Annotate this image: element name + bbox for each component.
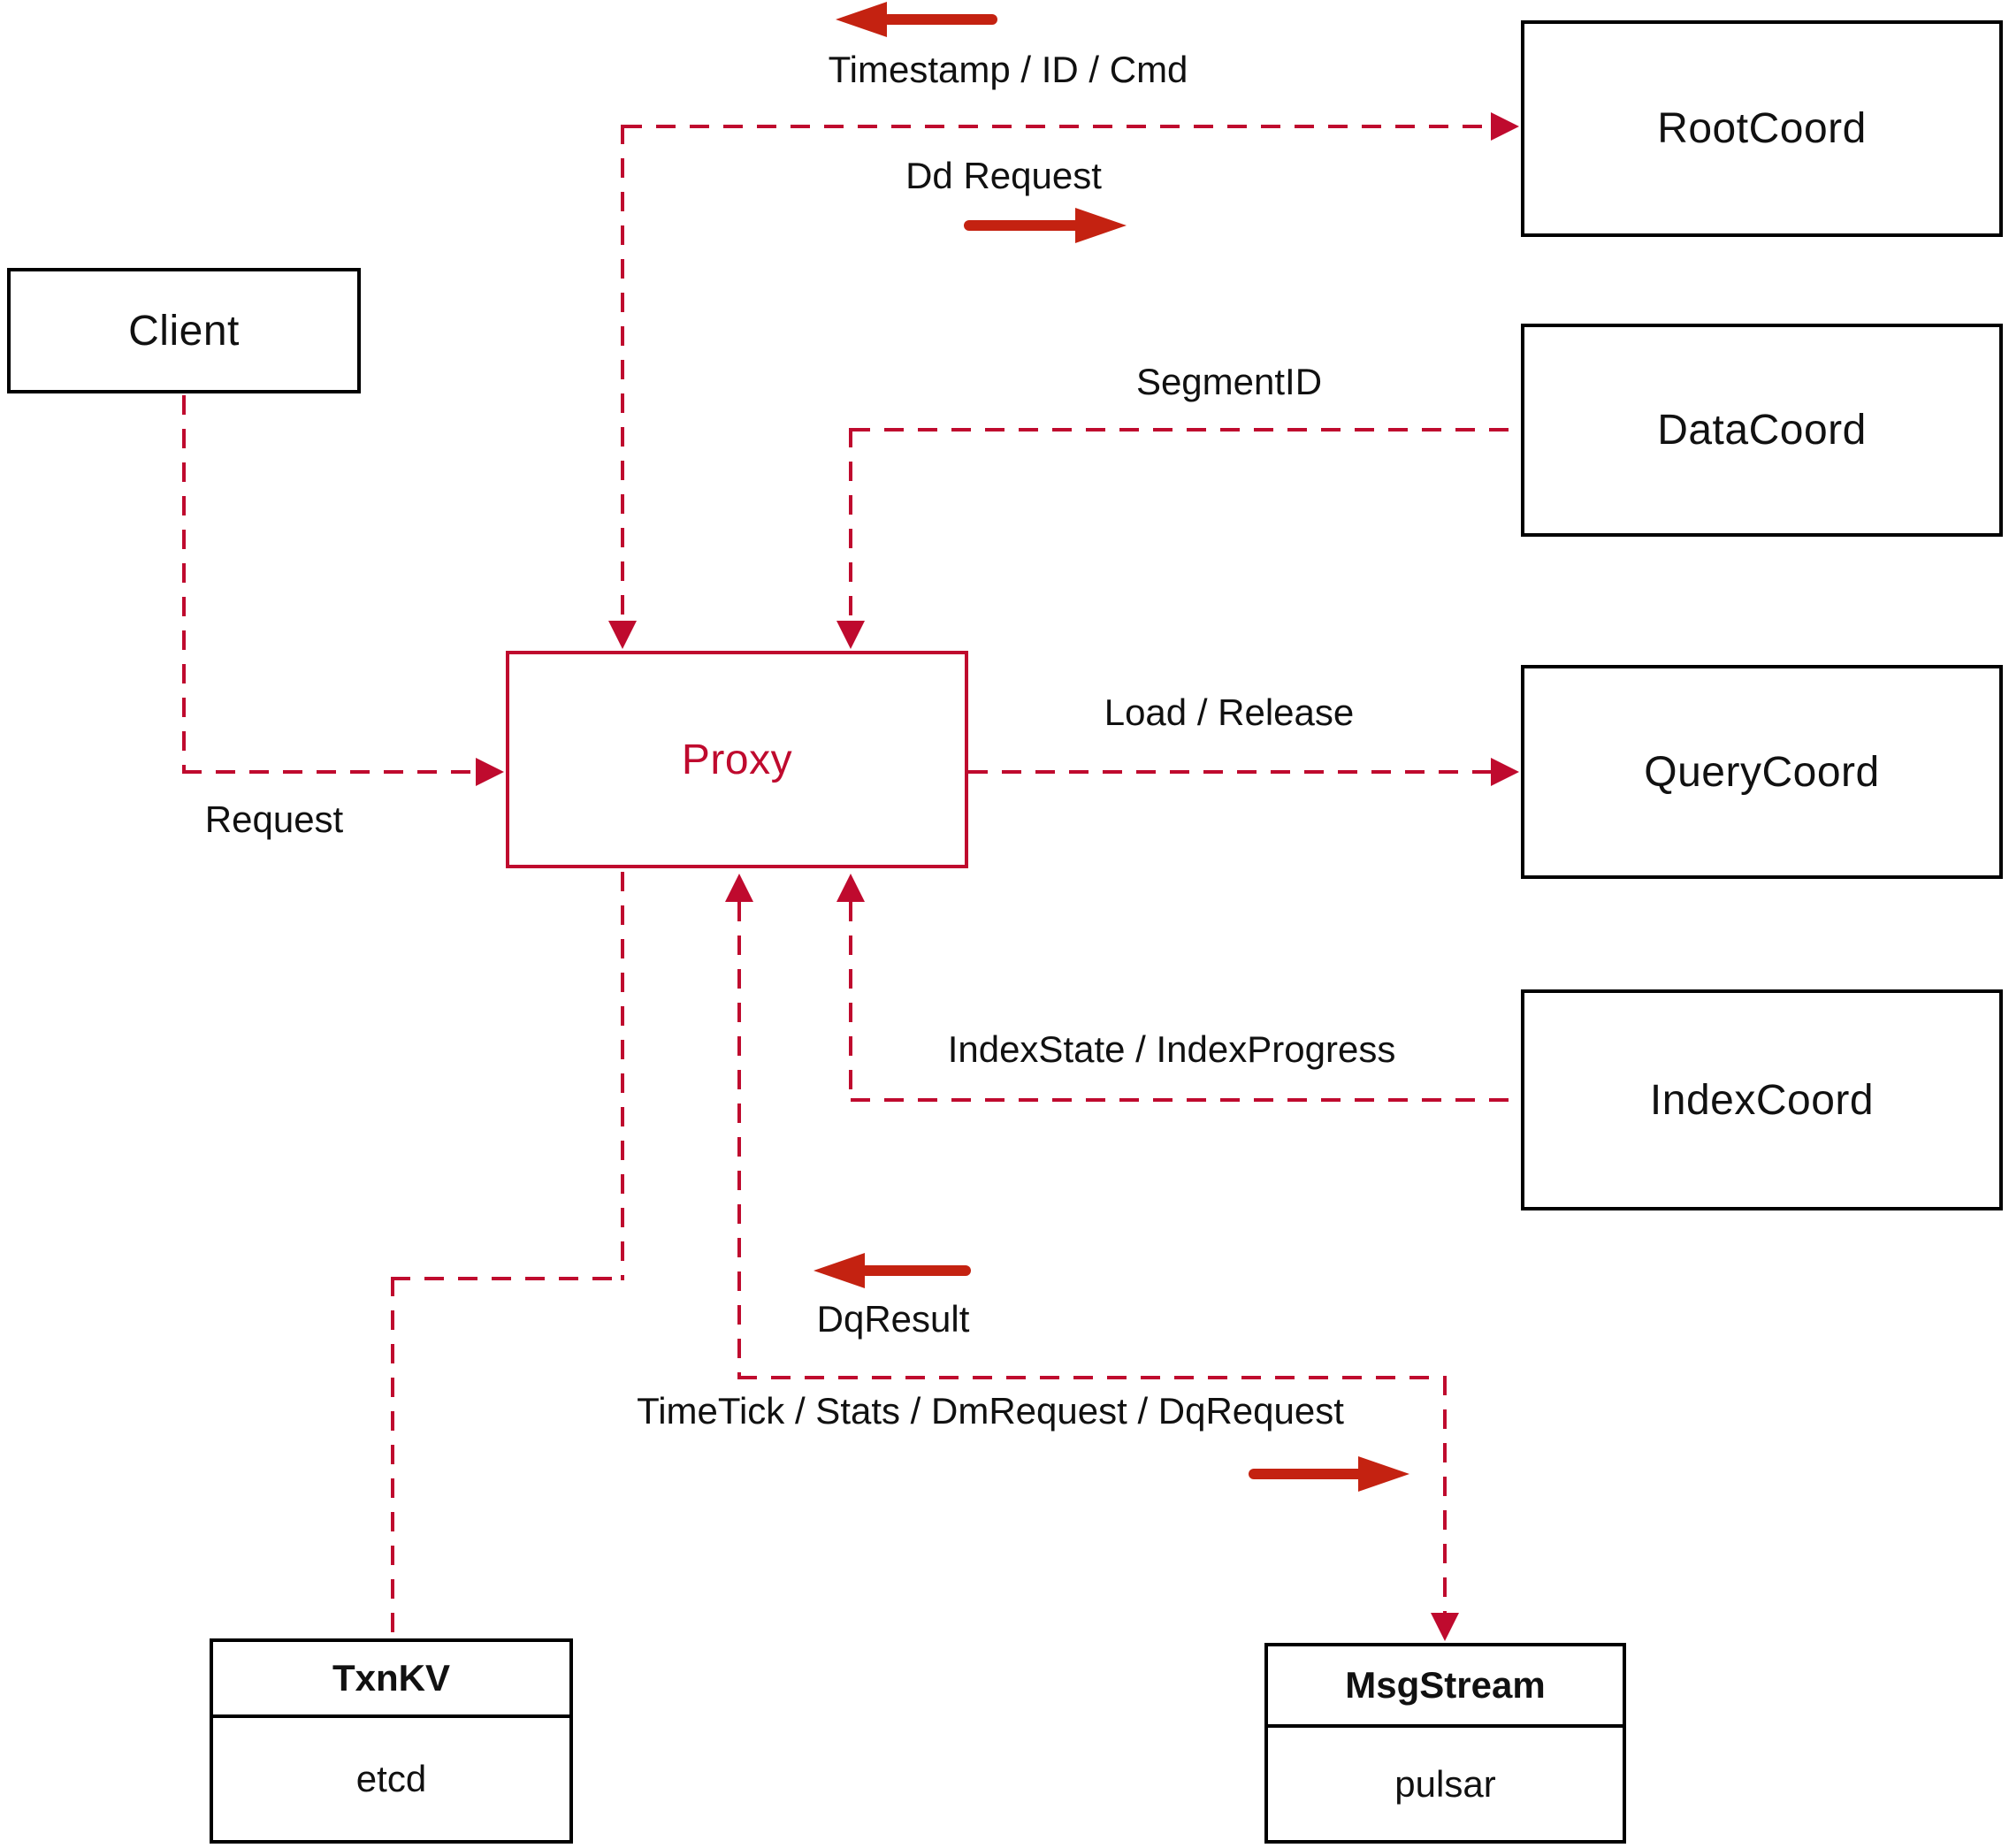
node-txnkv-title: TxnKV	[213, 1642, 569, 1718]
direction-arrow-right-ddrequest-shaft	[964, 220, 1081, 231]
edge-txnkv-horizontal	[391, 1277, 624, 1280]
node-querycoord-label: QueryCoord	[1644, 748, 1880, 796]
edge-label-dd-request: Dd Request	[905, 155, 1102, 196]
edge-indexcoord-horizontal	[851, 1098, 1521, 1102]
edge-msgstream-vertical-right	[1443, 1376, 1447, 1613]
edge-label-segment-id: SegmentID	[1135, 361, 1323, 402]
node-querycoord: QueryCoord	[1521, 665, 2003, 879]
node-proxy-label: Proxy	[681, 736, 793, 783]
node-datacoord: DataCoord	[1521, 324, 2003, 537]
edge-datacoord-horizontal	[851, 428, 1521, 431]
edge-rootcoord-horizontal	[623, 125, 1496, 128]
node-client-label: Client	[128, 307, 240, 355]
edge-label-index-state: IndexState / IndexProgress	[947, 1028, 1396, 1070]
arrowhead-into-rootcoord	[1491, 112, 1519, 141]
edge-msgstream-horizontal	[737, 1376, 1447, 1379]
direction-arrow-left-timestamp-shaft	[882, 14, 997, 25]
arrowhead-into-querycoord	[1491, 758, 1519, 786]
edge-msgstream-vertical-left	[737, 902, 741, 1379]
node-rootcoord-label: RootCoord	[1657, 105, 1867, 152]
node-txnkv: TxnKV etcd	[210, 1638, 573, 1844]
node-client: Client	[7, 268, 361, 393]
node-msgstream: MsgStream pulsar	[1264, 1643, 1626, 1844]
edge-querycoord-horizontal	[968, 770, 1493, 774]
node-indexcoord-label: IndexCoord	[1649, 1076, 1875, 1124]
edge-txnkv-vertical-left	[391, 1277, 394, 1638]
arrowhead-into-proxy-bottom-right	[836, 874, 865, 902]
edge-label-request: Request	[204, 798, 344, 840]
direction-arrow-right-timetick-shaft	[1249, 1469, 1364, 1479]
node-rootcoord: RootCoord	[1521, 20, 2003, 237]
edge-txnkv-vertical-right	[621, 872, 624, 1280]
edge-label-timestamp-id-cmd: Timestamp / ID / Cmd	[828, 49, 1188, 90]
arrowhead-into-proxy-top-left	[608, 621, 637, 649]
direction-arrow-left-timestamp-icon	[836, 2, 887, 37]
node-txnkv-impl: etcd	[355, 1758, 427, 1799]
arrowhead-into-msgstream	[1431, 1613, 1459, 1641]
arrowhead-into-proxy-top-right	[836, 621, 865, 649]
direction-arrow-right-timetick-icon	[1358, 1456, 1409, 1492]
direction-arrow-left-dqresult-shaft	[860, 1265, 971, 1276]
node-proxy: Proxy	[506, 651, 968, 868]
node-msgstream-title: MsgStream	[1268, 1646, 1623, 1728]
edge-indexcoord-vertical	[849, 902, 852, 1100]
edge-rootcoord-vertical	[621, 125, 624, 622]
direction-arrow-right-ddrequest-icon	[1075, 208, 1127, 243]
edge-label-dq-result: DqResult	[816, 1298, 970, 1340]
arrowhead-into-proxy-bottom-left	[725, 874, 753, 902]
edge-label-timetick: TimeTick / Stats / DmRequest / DqRequest	[637, 1390, 1344, 1432]
direction-arrow-left-dqresult-icon	[814, 1253, 865, 1288]
edge-label-load-release: Load / Release	[1104, 691, 1355, 733]
edge-request-vertical	[182, 395, 186, 772]
node-datacoord-label: DataCoord	[1657, 407, 1867, 454]
node-msgstream-impl: pulsar	[1394, 1762, 1496, 1805]
edge-request-horizontal	[182, 770, 474, 774]
arrowhead-into-proxy-left	[476, 758, 504, 786]
edge-datacoord-vertical	[849, 428, 852, 622]
node-indexcoord: IndexCoord	[1521, 989, 2003, 1210]
